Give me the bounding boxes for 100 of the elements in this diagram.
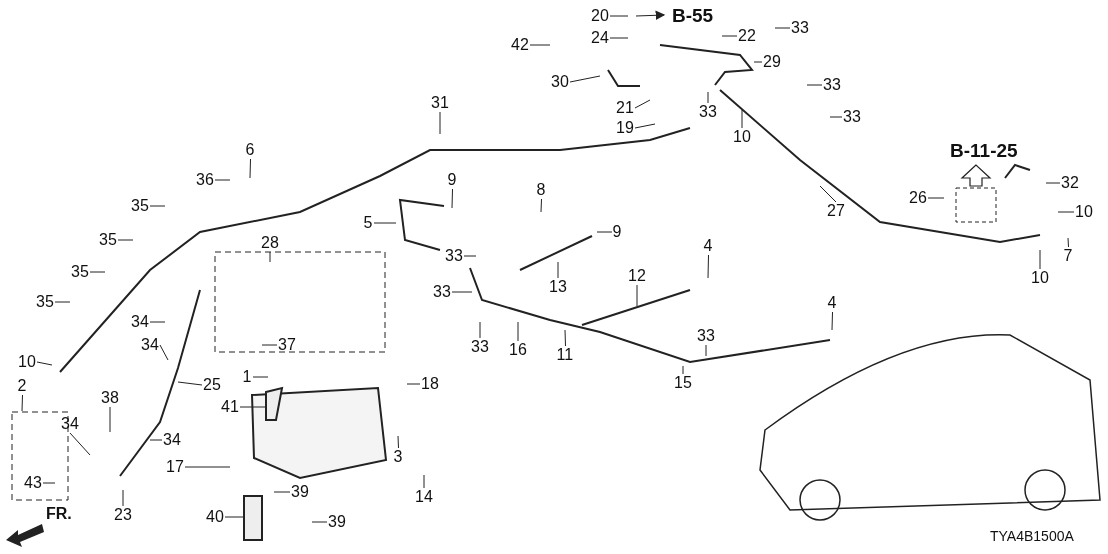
callout-number: 36: [195, 171, 215, 189]
leader-line: [517, 321, 519, 342]
leader-line: [529, 44, 551, 46]
leader-line: [54, 301, 71, 303]
leader-line: [149, 321, 166, 323]
callout-number: 22: [737, 27, 757, 45]
callout-number: 42: [510, 36, 530, 54]
callout-number: 33: [822, 76, 842, 94]
callout-number: 33: [842, 108, 862, 126]
direction-label: FR.: [46, 505, 72, 523]
leader-line: [705, 344, 707, 357]
callout-number: 35: [70, 263, 90, 281]
callout-number: 33: [432, 283, 452, 301]
leader-line: [463, 255, 477, 257]
callout-number: 33: [444, 247, 464, 265]
leader-line: [439, 111, 441, 135]
leader-line: [831, 311, 833, 331]
callout-number: 7: [1062, 247, 1074, 265]
leader-line: [184, 466, 231, 468]
callout-number: 5: [362, 214, 374, 232]
callout-number: 20: [590, 7, 610, 25]
callout-number: 30: [550, 73, 570, 91]
leader-line: [451, 291, 473, 293]
leader-line: [927, 197, 945, 199]
callout-number: 18: [420, 375, 440, 393]
reference-label: B-11-25: [950, 140, 1018, 162]
callout-number: 19: [615, 119, 635, 137]
leader-line: [609, 15, 629, 17]
callout-number: 12: [627, 267, 647, 285]
callout-number: 43: [23, 474, 43, 492]
callout-number: 10: [732, 128, 752, 146]
leader-line: [682, 365, 684, 375]
leader-line: [214, 179, 231, 181]
callout-number: 10: [17, 353, 37, 371]
leader-line: [149, 439, 163, 441]
callout-number: 34: [130, 313, 150, 331]
callout-number: 10: [1030, 269, 1050, 287]
leader-line: [406, 383, 421, 385]
callout-number: 37: [277, 336, 297, 354]
leader-line: [707, 254, 709, 279]
callout-number: 26: [908, 189, 928, 207]
callout-number: 39: [327, 513, 347, 531]
callout-number: 29: [762, 53, 782, 71]
callout-number: 28: [260, 234, 280, 252]
callout-number: 25: [202, 376, 222, 394]
callout-number: 23: [113, 506, 133, 524]
callout-number: 39: [290, 483, 310, 501]
leader-line: [1039, 249, 1041, 270]
leader-line: [540, 198, 542, 213]
callout-number: 35: [130, 197, 150, 215]
leader-line: [1067, 237, 1069, 248]
leader-line: [109, 406, 111, 433]
callout-number: 27: [826, 202, 846, 220]
leader-line: [636, 284, 638, 307]
leader-line: [273, 491, 291, 493]
callout-number: 6: [244, 141, 256, 159]
leader-line: [829, 116, 843, 118]
callout-number: 33: [790, 19, 810, 37]
callout-number: 34: [60, 415, 80, 433]
callout-number: 3: [392, 448, 404, 466]
leader-line: [42, 482, 56, 484]
callout-number: 35: [98, 231, 118, 249]
callout-number: 2: [16, 377, 28, 395]
leader-line: [819, 185, 837, 203]
leader-line: [596, 231, 613, 233]
leader-line: [89, 271, 106, 273]
callout-number: 9: [611, 223, 623, 241]
leader-line: [634, 123, 656, 129]
leader-line: [224, 516, 245, 518]
leader-line: [373, 222, 397, 224]
leader-line: [252, 376, 269, 378]
leader-line: [159, 344, 169, 361]
leader-line: [117, 239, 134, 241]
callout-number: 17: [165, 458, 185, 476]
leader-line: [177, 381, 203, 386]
callout-number: 34: [162, 431, 182, 449]
callout-number: 1: [241, 368, 253, 386]
leader-line: [397, 435, 399, 449]
leader-line: [311, 521, 328, 523]
leader-line: [21, 394, 23, 412]
callout-number: 35: [35, 293, 55, 311]
callout-number: 11: [555, 346, 575, 364]
callout-number: 24: [590, 29, 610, 47]
callout-number: 31: [430, 94, 450, 112]
callout-number: 38: [100, 389, 120, 407]
leader-line: [1057, 211, 1075, 213]
leader-line: [149, 205, 166, 207]
leader-line: [634, 99, 651, 109]
leader-line: [122, 489, 124, 507]
leader-line: [741, 109, 743, 129]
leader-line: [569, 75, 601, 83]
drawing-code: TYA4B1500A: [990, 528, 1074, 544]
callout-number: 8: [535, 181, 547, 199]
leader-line: [774, 27, 791, 29]
leader-line: [269, 251, 271, 263]
callout-number: 34: [140, 336, 160, 354]
leader-line: [753, 61, 763, 63]
callout-number: 4: [702, 237, 714, 255]
leader-line: [479, 321, 481, 339]
leader-line: [806, 84, 823, 86]
